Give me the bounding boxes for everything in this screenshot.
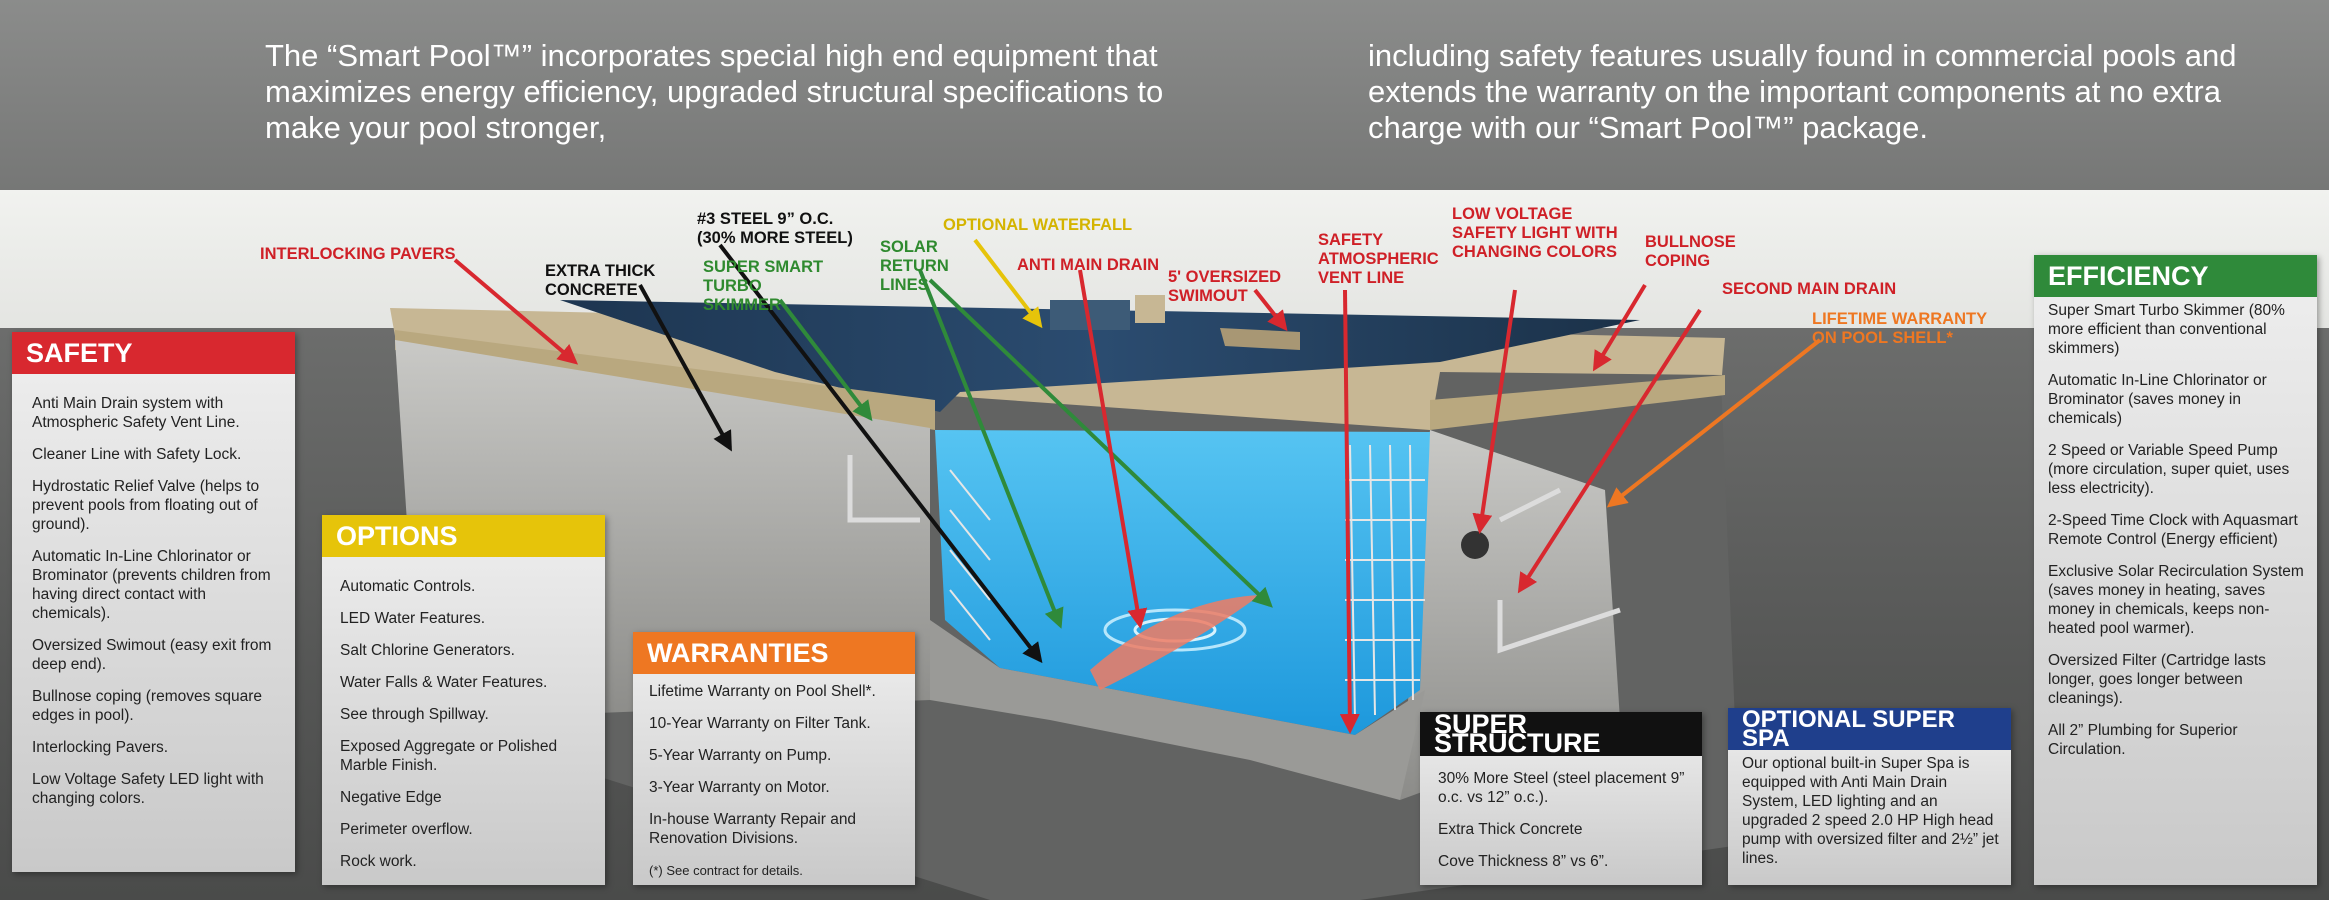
coping-left xyxy=(395,330,935,430)
warranties-item: 10-Year Warranty on Filter Tank. xyxy=(649,715,871,732)
super-spa-text: Our optional built-in Super Spa is equip… xyxy=(1742,755,1999,867)
super-spa-panel-title: OPTIONAL SUPER SPA xyxy=(1728,708,2011,751)
callout-solar-return-lines: SOLAR RETURN LINES xyxy=(880,238,949,294)
efficiency-item: Super Smart Turbo Skimmer (80% more effi… xyxy=(2048,302,2285,357)
callout-lifetime-warranty: LIFETIME WARRANTY ON POOL SHELL* xyxy=(1812,310,1988,347)
warranties-item: Lifetime Warranty on Pool Shell*. xyxy=(649,683,876,700)
safety-item: Oversized Swimout (easy exit from deep e… xyxy=(32,637,272,673)
callout-bullnose-coping: BULLNOSE COPING xyxy=(1645,233,1736,270)
super-structure-panel-title: SUPER STRUCTURE xyxy=(1420,711,1702,757)
safety-item: Automatic In-Line Chlorinator or Bromina… xyxy=(32,548,271,622)
safety-item: Cleaner Line with Safety Lock. xyxy=(32,446,242,463)
efficiency-item: Oversized Filter (Cartridge lasts longer… xyxy=(2048,652,2266,707)
safety-item: Low Voltage Safety LED light with changi… xyxy=(32,771,264,807)
warranties-note: (*) See contract for details. xyxy=(649,863,803,878)
warranties-item: 5-Year Warranty on Pump. xyxy=(649,747,832,764)
callout-second-main-drain: SECOND MAIN DRAIN xyxy=(1722,280,1897,298)
super-structure-item: Extra Thick Concrete xyxy=(1438,821,1583,838)
options-panel-title: OPTIONS xyxy=(322,515,605,557)
efficiency-list: Super Smart Turbo Skimmer (80% more effi… xyxy=(2048,301,2310,772)
suction-plume xyxy=(1090,595,1260,690)
options-item: Water Falls & Water Features. xyxy=(340,674,548,691)
water-section xyxy=(935,430,1430,735)
safety-panel-title: SAFETY xyxy=(12,332,295,374)
callout-safety-vent-line: SAFETY ATMOSPHERIC VENT LINE xyxy=(1318,231,1439,287)
intro-text-right: including safety features usually found … xyxy=(1368,38,2237,145)
callout-optional-waterfall: OPTIONAL WATERFALL xyxy=(943,216,1133,234)
callout-steel: #3 STEEL 9” O.C. (30% MORE STEEL) xyxy=(697,210,853,247)
options-item: Rock work. xyxy=(340,853,417,870)
options-item: See through Spillway. xyxy=(340,706,489,723)
efficiency-item: Automatic In-Line Chlorinator or Bromina… xyxy=(2048,372,2267,427)
callout-extra-thick-concrete: EXTRA THICK CONCRETE xyxy=(545,262,656,299)
rebar-grid xyxy=(949,444,1425,721)
efficiency-item: Exclusive Solar Recirculation System (sa… xyxy=(2048,563,2304,637)
callout-safety-light: LOW VOLTAGE SAFETY LIGHT WITH CHANGING C… xyxy=(1452,205,1618,261)
warranties-panel-title: WARRANTIES xyxy=(633,632,915,674)
top-banner xyxy=(0,0,2329,190)
intro-text-left: The “Smart Pool™” incorporates special h… xyxy=(265,38,1164,145)
super-structure-item: Cove Thickness 8” vs 6”. xyxy=(1438,853,1609,870)
safety-item: Anti Main Drain system with Atmospheric … xyxy=(32,395,240,431)
warranties-item: 3-Year Warranty on Motor. xyxy=(649,779,830,796)
pointer-lines xyxy=(453,238,1822,734)
options-item: Salt Chlorine Generators. xyxy=(340,642,515,659)
safety-item: Hydrostatic Relief Valve (helps to preve… xyxy=(32,478,260,533)
efficiency-panel-title: EFFICIENCY xyxy=(2034,255,2317,297)
safety-item: Interlocking Pavers. xyxy=(32,739,169,756)
safety-light xyxy=(1461,531,1489,559)
super-structure-item: 30% More Steel (steel placement 9” o.c. … xyxy=(1438,770,1685,806)
callout-oversized-swimout: 5' OVERSIZED SWIMOUT xyxy=(1168,268,1282,305)
swimout-step xyxy=(1220,328,1300,350)
efficiency-item: 2-Speed Time Clock with Aquasmart Remote… xyxy=(2048,512,2298,548)
safety-panel: SAFETY Anti Main Drain system with Atmos… xyxy=(12,332,295,872)
options-item: Exposed Aggregate or Polished Marble Fin… xyxy=(340,738,558,774)
pool-floor xyxy=(930,620,1425,800)
options-list: Automatic Controls. LED Water Features. … xyxy=(340,577,595,884)
efficiency-panel: EFFICIENCY Super Smart Turbo Skimmer (80… xyxy=(2034,255,2317,885)
safety-list: Anti Main Drain system with Atmospheric … xyxy=(32,394,287,821)
efficiency-item: 2 Speed or Variable Speed Pump (more cir… xyxy=(2048,442,2290,497)
super-spa-panel: OPTIONAL SUPER SPA Our optional built-in… xyxy=(1728,708,2011,885)
super-structure-panel: SUPER STRUCTURE 30% More Steel (steel pl… xyxy=(1420,711,1702,885)
warranties-panel: WARRANTIES Lifetime Warranty on Pool She… xyxy=(633,632,915,885)
water-surface xyxy=(560,300,1640,412)
options-item: Perimeter overflow. xyxy=(340,821,473,838)
drain-swirl xyxy=(1103,608,1247,652)
options-panel: OPTIONS Automatic Controls. LED Water Fe… xyxy=(322,515,605,885)
plumbing-pipes xyxy=(847,455,1621,654)
options-item: LED Water Features. xyxy=(340,610,486,627)
callout-anti-main-drain: ANTI MAIN DRAIN xyxy=(1017,256,1160,274)
callout-interlocking-pavers: INTERLOCKING PAVERS xyxy=(260,245,456,263)
safety-item: Bullnose coping (removes square edges in… xyxy=(32,688,263,724)
options-item: Automatic Controls. xyxy=(340,578,476,595)
options-item: Negative Edge xyxy=(340,789,442,806)
warranties-list: Lifetime Warranty on Pool Shell*. 10-Yea… xyxy=(649,682,909,893)
super-structure-list: 30% More Steel (steel placement 9” o.c. … xyxy=(1438,769,1696,884)
warranties-item: In-house Warranty Repair and Renovation … xyxy=(649,811,857,847)
efficiency-item: All 2” Plumbing for Superior Circulation… xyxy=(2048,722,2238,758)
callout-turbo-skimmer: SUPER SMART TURBO SKIMMER xyxy=(703,258,824,314)
